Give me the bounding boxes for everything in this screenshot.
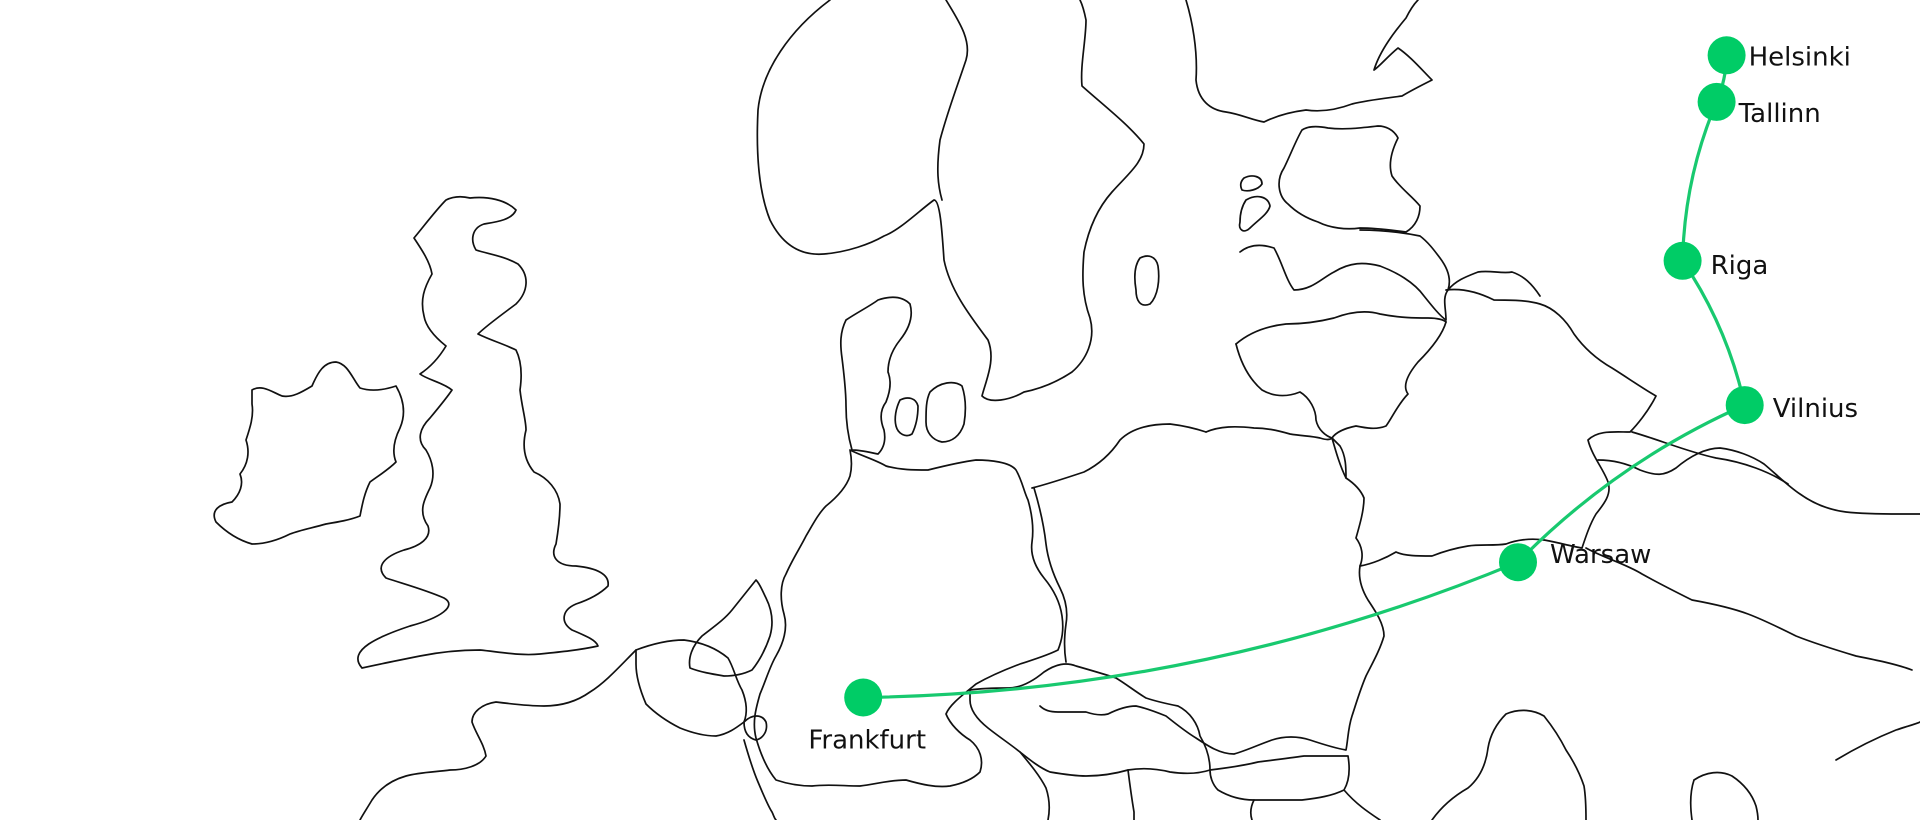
ireland-outline [213,361,405,545]
sweden-inner-border [936,0,969,201]
poland-outline [1031,423,1385,755]
country-borders [213,0,1920,820]
city-dot-frankfurt[interactable] [844,678,883,717]
latvia-lithuania-border [1235,311,1447,345]
germany-outline [753,449,1064,788]
city-label-tallinn: Tallinn [1738,99,1821,129]
slovakia-outline [1209,755,1351,801]
city-label-frankfurt: Frankfurt [808,726,926,756]
city-markers: Helsinki Tallinn Riga Vilnius Warsaw Fra… [808,36,1858,756]
romania-outline [1431,709,1587,820]
great-britain-outline [357,195,609,669]
saaremaa-outline [1238,195,1271,232]
latvia-outline [1239,229,1451,321]
scandinavia-outline [756,0,1145,402]
black-sea-coast [1835,721,1920,761]
germany-poland-border [1033,487,1068,663]
finland-outline [1185,0,1433,123]
lithuania-west-border [1235,343,1333,439]
kaliningrad-outline [1205,425,1333,441]
russia-border [1447,270,1920,515]
moldova-outline [1689,771,1759,820]
city-dot-vilnius[interactable] [1725,386,1764,425]
estonia-outline [1278,125,1421,233]
luxembourg-outline [743,715,768,741]
city-dot-tallinn[interactable] [1697,82,1736,121]
hungary-outline [1249,789,1381,820]
netherlands-outline [688,579,773,677]
ukraine-outline [1585,431,1913,671]
zealand-outline [925,381,967,443]
funen-outline [894,397,919,437]
belarus-outline [1331,288,1657,567]
city-dot-helsinki[interactable] [1707,36,1746,75]
france-outline [359,649,637,820]
austria-outline [1019,751,1135,820]
city-dot-riga[interactable] [1663,241,1702,280]
route-line [861,53,1747,700]
city-label-riga: Riga [1711,251,1769,281]
city-dot-warsaw[interactable] [1499,543,1537,582]
france-east-border [743,739,777,820]
city-label-helsinki: Helsinki [1749,42,1851,72]
denmark-outline [839,296,913,455]
city-label-vilnius: Vilnius [1773,394,1858,424]
lithuania-belarus-border [1331,321,1447,439]
czechia-outline [969,663,1211,777]
hiiumaa-outline [1239,175,1263,192]
city-label-warsaw: Warsaw [1550,540,1651,570]
gotland-outline [1133,255,1160,306]
